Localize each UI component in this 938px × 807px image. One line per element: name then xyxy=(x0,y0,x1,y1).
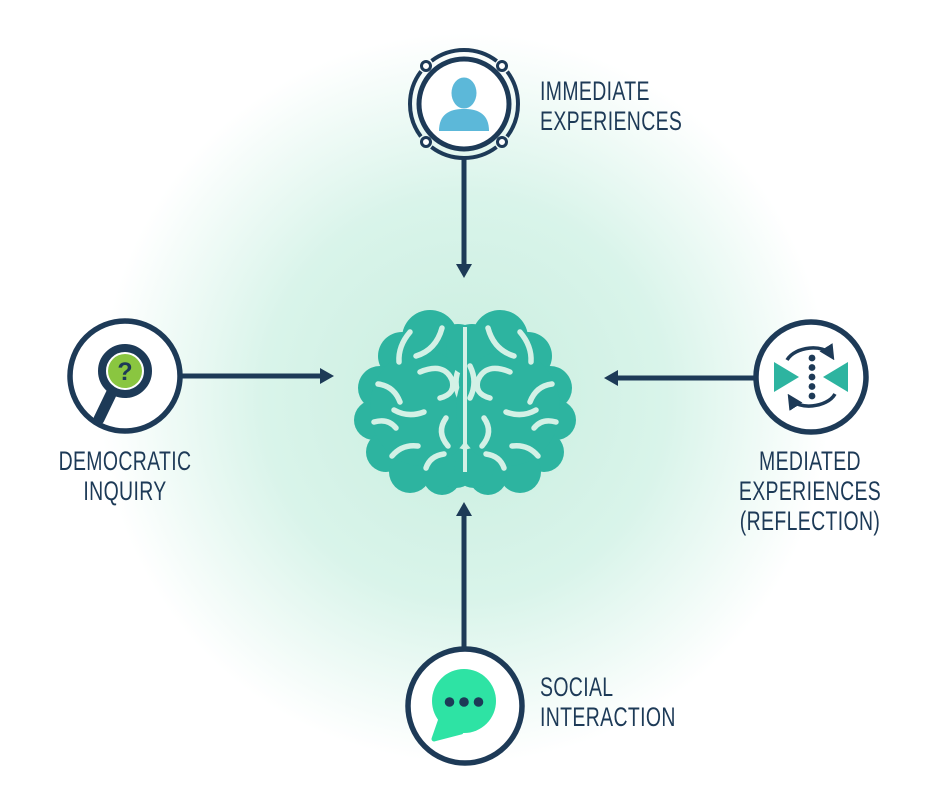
label-line: MEDIATED xyxy=(759,446,861,476)
dotted-divider-dot xyxy=(808,373,816,381)
bubble-dot xyxy=(473,697,484,707)
circuit-dot xyxy=(496,60,508,72)
label-line: EXPERIENCES xyxy=(540,106,683,136)
arrow-right-to-brain xyxy=(604,370,756,386)
arrow-bottom-to-brain xyxy=(456,502,472,649)
circuit-dot xyxy=(420,60,432,72)
arrowhead-down xyxy=(456,264,472,278)
node-label-immediate-experiences: IMMEDIATE EXPERIENCES xyxy=(540,76,682,136)
label-line: (REFLECTION) xyxy=(739,506,881,536)
mirror-triangle-right xyxy=(823,362,848,392)
cycle-arrow-bottom xyxy=(787,392,837,411)
mirror-triangle-left xyxy=(774,362,799,392)
cycle-arrow-top xyxy=(785,343,835,362)
magnifier-handle xyxy=(93,384,119,425)
user-circuit-icon xyxy=(408,48,520,160)
circuit-dot xyxy=(420,136,432,148)
arrow-top-to-brain xyxy=(456,158,472,278)
chat-bubble-icon xyxy=(405,646,525,766)
node-label-social-interaction: SOCIAL INTERACTION xyxy=(540,672,676,732)
label-line: DEMOCRATIC xyxy=(58,446,192,476)
label-line: EXPERIENCES xyxy=(738,476,882,506)
person-head xyxy=(451,77,477,109)
node-label-democratic-inquiry: DEMOCRATIC INQUIRY xyxy=(39,446,212,506)
node-label-mediated-experiences: MEDIATED EXPERIENCES (REFLECTION) xyxy=(724,446,897,536)
brain-illustration xyxy=(354,310,576,495)
label-line: INTERACTION xyxy=(540,702,676,732)
circuit-dot xyxy=(496,136,508,148)
arrowhead-left xyxy=(604,370,618,386)
magnifier-question-icon: ? xyxy=(67,318,183,434)
arrow-left-to-brain xyxy=(182,368,334,384)
label-line: IMMEDIATE xyxy=(540,76,650,106)
dotted-divider-dot xyxy=(808,364,816,371)
brain-right-hemisphere xyxy=(446,310,576,495)
reflection-cycle-icon xyxy=(753,319,869,435)
dotted-divider-dot xyxy=(808,392,816,400)
arrowhead-right xyxy=(320,368,334,384)
label-line: INQUIRY xyxy=(83,476,167,506)
question-mark: ? xyxy=(117,358,132,386)
bubble-dot xyxy=(459,697,469,707)
label-line: SOCIAL xyxy=(540,672,614,702)
person-shoulders xyxy=(439,109,489,131)
dotted-divider-dot xyxy=(808,383,816,390)
dotted-divider-dot xyxy=(808,354,816,362)
question-badge xyxy=(108,354,142,388)
arrowhead-up xyxy=(456,502,472,516)
bubble-dot xyxy=(444,697,455,707)
